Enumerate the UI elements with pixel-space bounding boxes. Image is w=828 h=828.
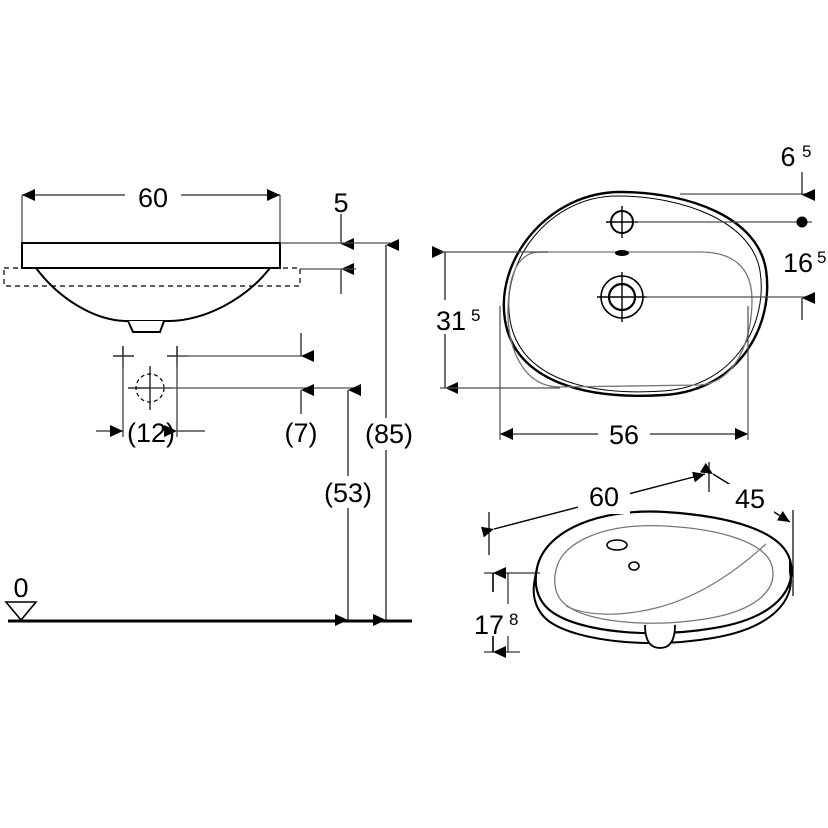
persp-drain	[628, 561, 640, 571]
top-depth-dimension	[424, 246, 560, 394]
front-datum-label: 0	[13, 573, 28, 603]
tap-hole-crosshair	[606, 206, 638, 238]
top-taphole-to-drain-label: 16 5	[783, 248, 826, 278]
front-datum-marker	[4, 601, 38, 622]
persp-bowl-sweep	[565, 543, 767, 615]
top-rim-to-taphole-label: 6 5	[780, 142, 811, 172]
top-inner-basin-outline	[507, 251, 753, 388]
svg-text:6: 6	[780, 142, 795, 172]
svg-text:5: 5	[817, 248, 826, 267]
persp-bowl-inner	[554, 525, 774, 624]
front-hole-spacing-label: (12)	[127, 418, 175, 448]
svg-text:5: 5	[471, 306, 480, 325]
front-bracket-depth-label: (7)	[285, 418, 318, 448]
front-width-label: 60	[138, 183, 168, 213]
overflow-slot	[615, 250, 629, 256]
dimension-labels: 60 5 (12) (7) (53) (85) 0 6 5 16 5 31 5 …	[13, 142, 826, 640]
top-rim-to-taphole-dimension	[796, 172, 815, 228]
front-total-height-label: (85)	[365, 419, 413, 449]
top-inner-width-label: 56	[609, 420, 639, 450]
front-mid-height-dimension	[318, 384, 378, 626]
persp-height-dimension	[462, 567, 540, 658]
front-hole-spacing-dimension	[96, 356, 205, 437]
front-total-height-dimension	[358, 239, 420, 626]
front-width-dimension	[21, 180, 281, 243]
persp-depth-dimension	[699, 462, 794, 596]
front-extension-lines	[150, 355, 356, 389]
top-inner-width-dimension	[499, 306, 749, 450]
perspective-view-group	[462, 462, 794, 658]
persp-height-label: 17 8	[474, 610, 518, 640]
svg-text:8: 8	[509, 610, 518, 629]
front-mid-height-label: (53)	[324, 478, 372, 508]
svg-text:17: 17	[474, 610, 504, 640]
top-right-dimension-leaders	[634, 193, 812, 298]
top-outer-rim-inner-edge	[508, 195, 762, 393]
svg-text:16: 16	[783, 248, 813, 278]
persp-outlet-pipe	[644, 624, 676, 649]
top-view-group	[424, 172, 815, 450]
persp-depth-label: 45	[735, 484, 765, 514]
front-bowl-profile	[35, 267, 271, 333]
persp-skirt	[532, 559, 793, 644]
persp-length-label: 60	[589, 482, 619, 512]
front-rim-thickness-dimension	[280, 214, 390, 294]
front-rim-body	[21, 242, 281, 269]
dimension-point-dot	[796, 216, 808, 228]
top-depth-label: 31 5	[436, 306, 480, 336]
front-rim-thickness-label: 5	[333, 188, 348, 218]
drain-crosshair	[597, 272, 647, 322]
persp-tap-hole	[606, 539, 628, 551]
front-counter-dashed-band	[3, 267, 301, 287]
svg-text:5: 5	[802, 142, 811, 161]
front-view-group	[3, 180, 420, 626]
svg-text:31: 31	[436, 306, 466, 336]
